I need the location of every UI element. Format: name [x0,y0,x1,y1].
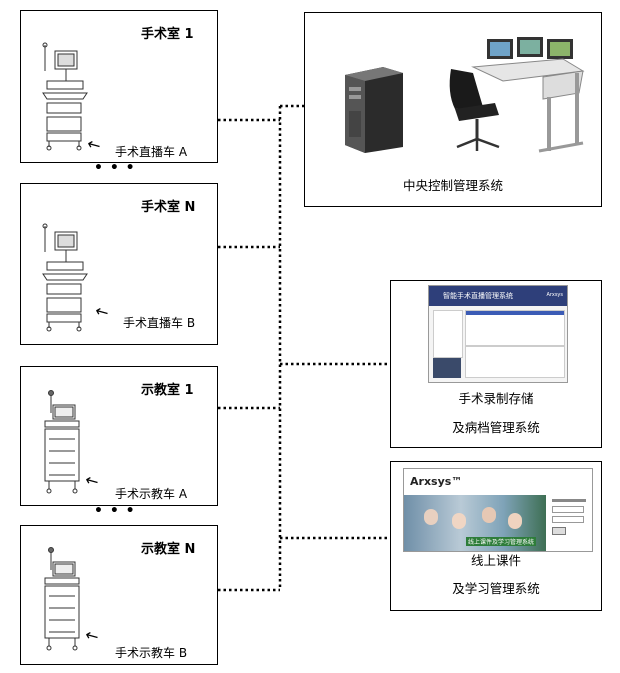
cart-label: 手术直播车 A [115,145,188,159]
ellipsis-dots: • • • [94,160,136,176]
room-title: 手术室 N [141,200,196,215]
record-screen-brand: Arxsys [546,292,563,298]
record-screen-title: 智能手术直播管理系统 [443,292,513,300]
teaching-cart-illustration [44,390,80,494]
room-box-or1: 手术室 1 ↖ 手术直播车 A [20,10,218,163]
room-box-trn: 示教室 N ↖ 手术示教车 B [20,525,218,665]
course-screen-brand: Arxsys™ [410,475,463,488]
central-system-box: 中央控制管理系统 [304,12,602,207]
record-screen-nav [433,310,463,358]
record-system-box: 智能手术直播管理系统 Arxsys 手术录制存储 及病档管理系统 [390,280,602,448]
course-login-panel [552,499,588,545]
course-system-box: Arxsys™ 线上课件及学习管理系统 线上课件 及学习管理系统 [390,461,602,611]
record-screen-photo [433,358,461,378]
course-system-screenshot: Arxsys™ 线上课件及学习管理系统 [403,468,593,552]
record-system-label-1: 手术录制存储 [458,391,534,406]
room-title: 手术室 1 [141,27,194,42]
workstation-illustration [449,37,585,153]
live-cart-illustration [42,223,88,332]
cart-label: 手术示教车 A [115,487,188,501]
live-cart-illustration [42,42,88,151]
cursor-arrow-icon: ↖ [83,132,105,157]
record-screen-form [465,310,565,346]
course-screen-photo: 线上课件及学习管理系统 [404,495,546,551]
room-title: 示教室 1 [141,383,194,398]
record-screen-details [465,346,565,378]
record-screen-header: 智能手术直播管理系统 Arxsys [429,286,567,306]
cart-label: 手术直播车 B [123,316,196,330]
room-title: 示教室 N [141,542,196,557]
course-system-label-2: 及学习管理系统 [452,581,540,596]
record-system-screenshot: 智能手术直播管理系统 Arxsys [428,285,568,383]
course-screen-caption: 线上课件及学习管理系统 [466,537,537,546]
room-box-tr1: 示教室 1 ↖ 手术示教车 A [20,366,218,506]
cart-label: 手术示教车 B [115,646,188,660]
server-tower-illustration [345,67,403,153]
teaching-cart-illustration [44,547,80,651]
course-system-label-1: 线上课件 [470,553,521,568]
room-box-orn: 手术室 N ↖ 手术直播车 B [20,183,218,345]
ellipsis-dots: • • • [94,503,136,519]
central-system-label: 中央控制管理系统 [402,178,503,193]
record-system-label-2: 及病档管理系统 [452,420,540,435]
